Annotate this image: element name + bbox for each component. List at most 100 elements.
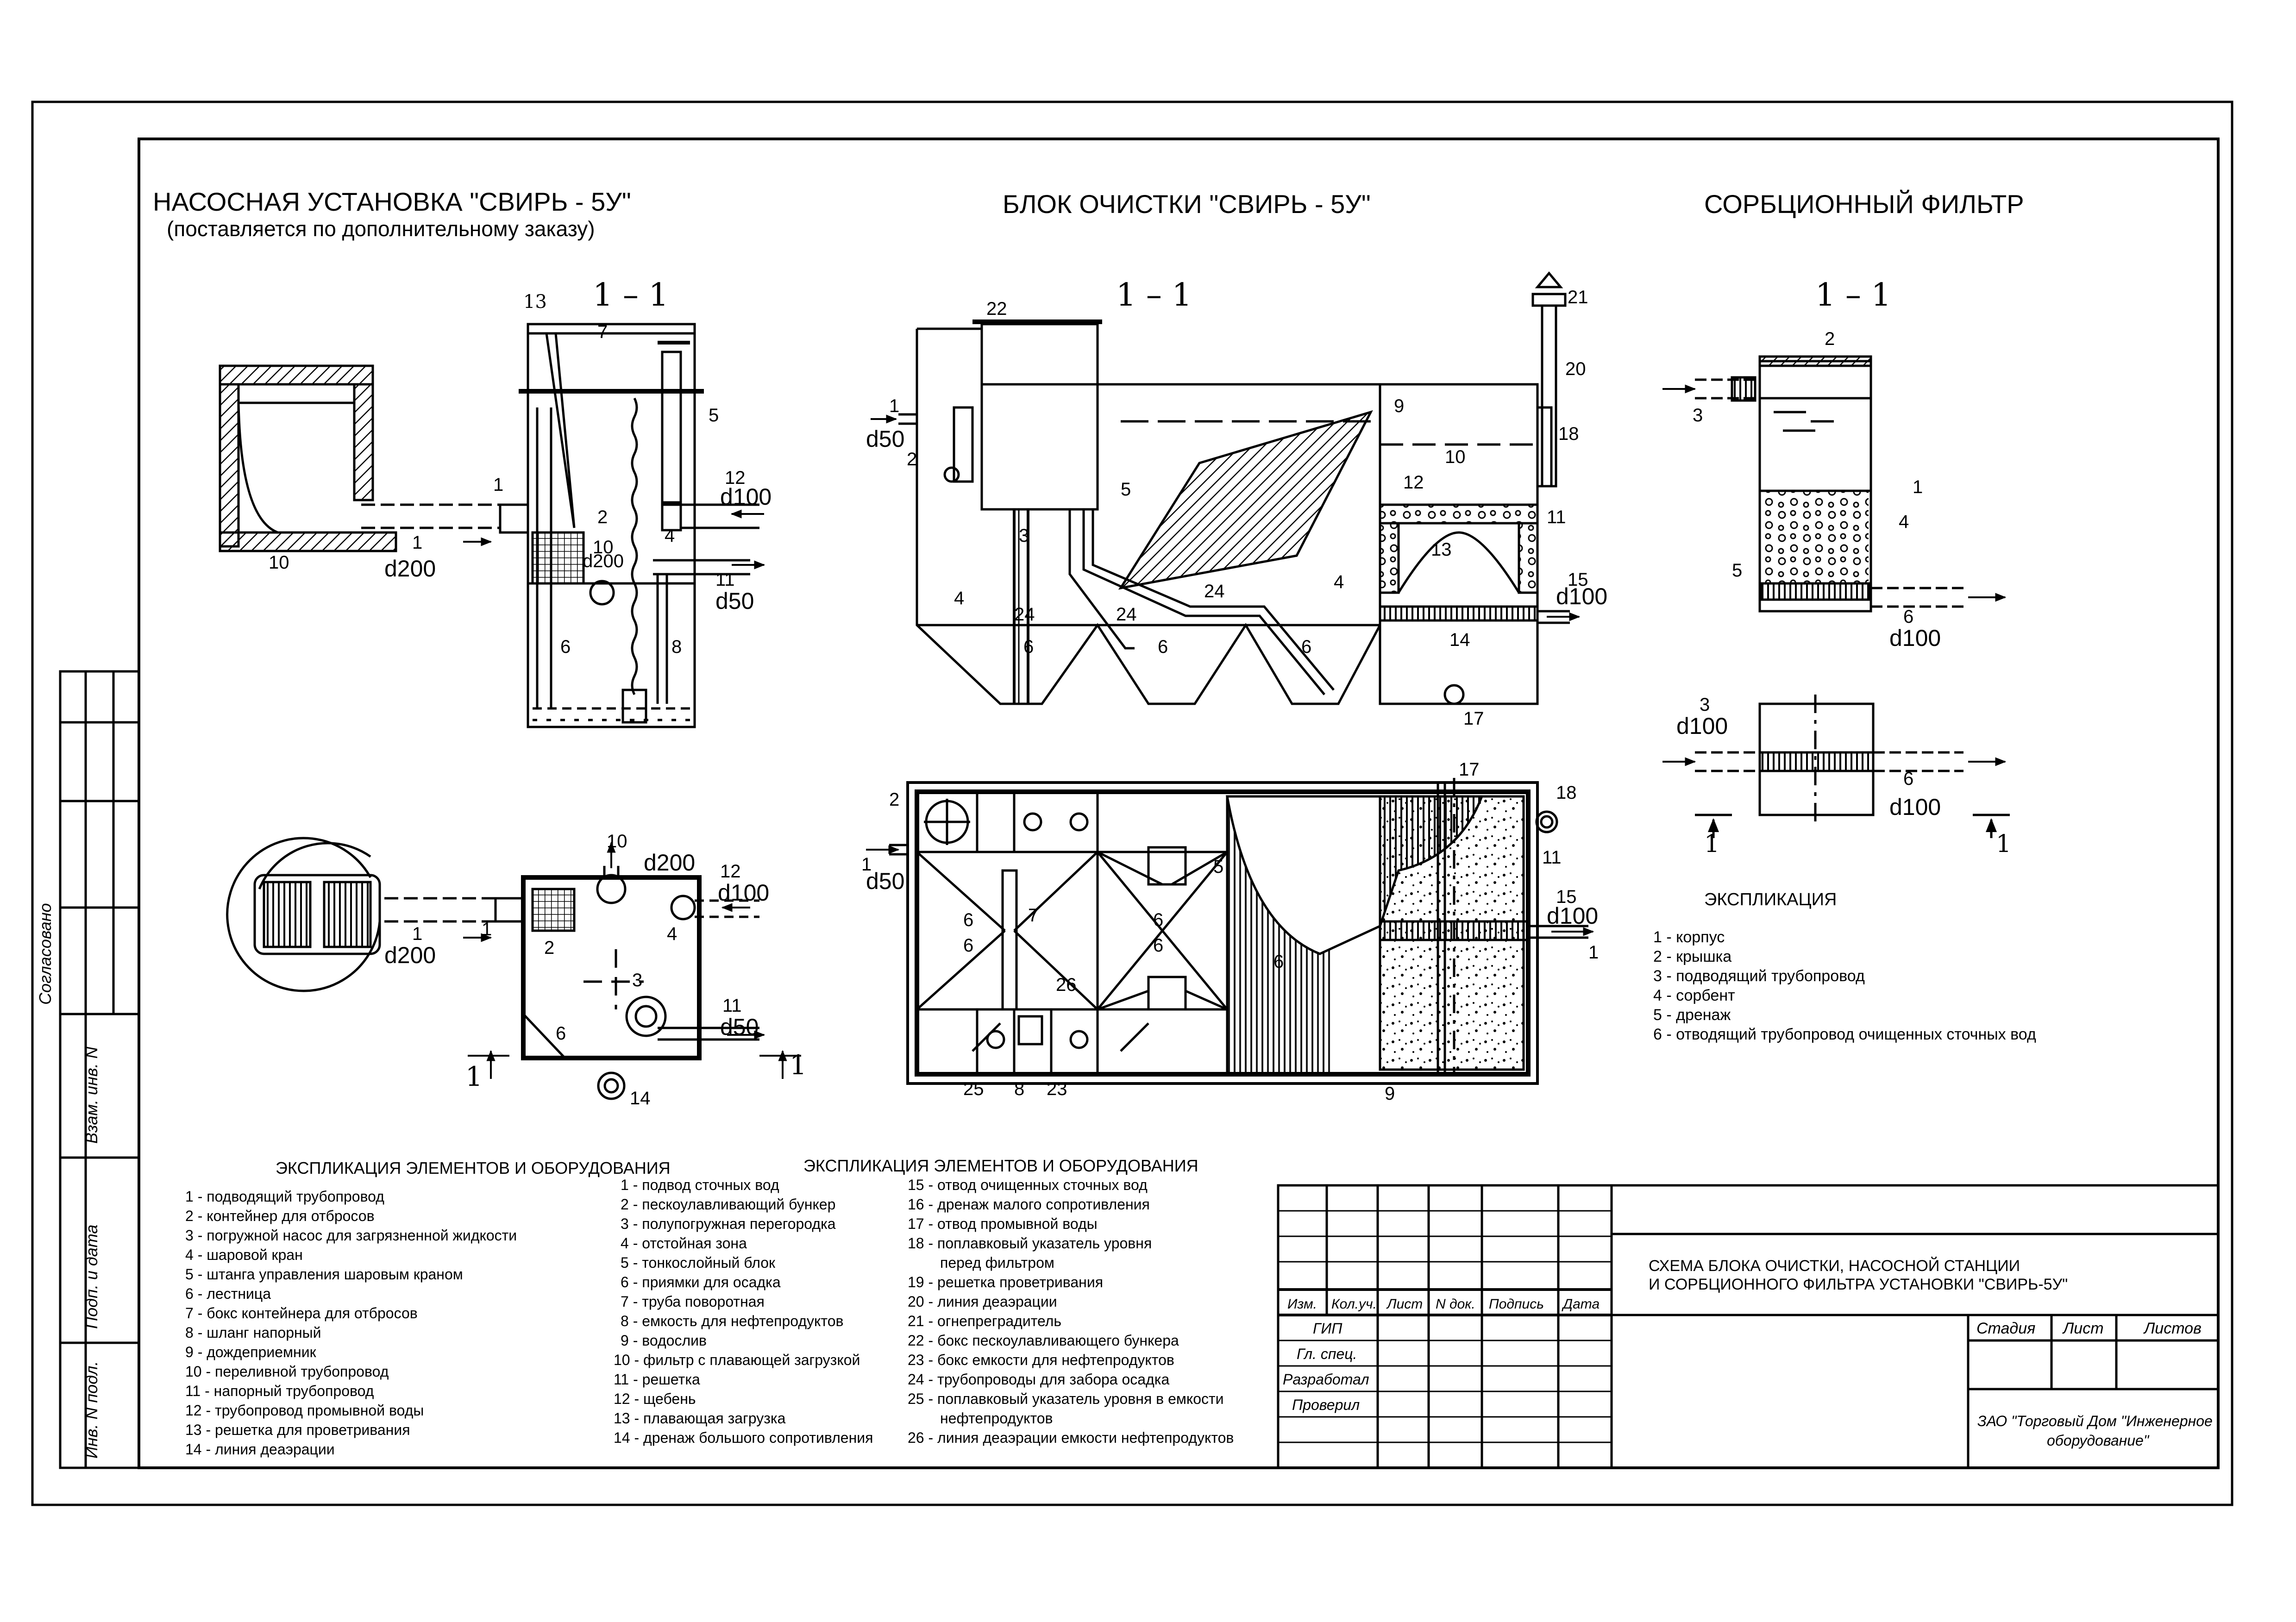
svg-text:6: 6 bbox=[1153, 935, 1163, 956]
svg-text:Подпись: Подпись bbox=[1489, 1296, 1544, 1312]
svg-text:2 - крышка: 2 - крышка bbox=[1653, 948, 1731, 965]
svg-text:13 - плавающая загрузка: 13 - плавающая загрузка bbox=[614, 1410, 786, 1427]
svg-text:4 - отстойная зона: 4 - отстойная зона bbox=[621, 1235, 747, 1252]
svg-text:9: 9 bbox=[1394, 396, 1404, 416]
svg-text:4: 4 bbox=[665, 526, 675, 546]
svg-text:10: 10 bbox=[607, 831, 627, 852]
svg-text:6 - приямки для осадка: 6 - приямки для осадка bbox=[621, 1274, 781, 1290]
pump-elevation bbox=[219, 323, 759, 728]
svg-text:Стадия: Стадия bbox=[1976, 1320, 2035, 1337]
svg-text:12: 12 bbox=[1403, 472, 1424, 493]
title-block-stage-headers: Стадия Лист Листов bbox=[1976, 1320, 2202, 1337]
svg-text:7: 7 bbox=[1028, 905, 1038, 926]
title-block-roles: ГИП Гл. спец. Разработал Проверил bbox=[1283, 1320, 1369, 1413]
svg-text:6: 6 bbox=[1273, 952, 1284, 972]
svg-text:8 - шланг напорный: 8 - шланг напорный bbox=[185, 1324, 321, 1341]
svg-text:Гл. спец.: Гл. спец. bbox=[1297, 1346, 1357, 1362]
svg-text:21 - огнепреградитель: 21 - огнепреградитель bbox=[908, 1313, 1061, 1329]
svg-text:6 - лестница: 6 - лестница bbox=[185, 1285, 271, 1302]
svg-text:Лист: Лист bbox=[1386, 1296, 1423, 1312]
svg-text:d100: d100 bbox=[718, 880, 769, 906]
svg-text:13: 13 bbox=[523, 291, 547, 313]
pump-section-mark-right: 1 bbox=[790, 1049, 807, 1081]
svg-text:3: 3 bbox=[1693, 405, 1703, 426]
svg-text:12 - щебень: 12 - щебень bbox=[614, 1390, 696, 1407]
filter-elevation-labels: 2 3 1 4 5 6 d100 bbox=[1693, 329, 1941, 651]
side-stamp bbox=[59, 670, 140, 1469]
svg-text:26: 26 bbox=[1056, 975, 1077, 995]
section-label-filter: 1 – 1 bbox=[1815, 277, 1891, 313]
svg-text:Разработал: Разработал bbox=[1283, 1371, 1369, 1388]
svg-text:15: 15 bbox=[1568, 570, 1588, 590]
svg-text:5 - штанга управления шаровым: 5 - штанга управления шаровым краном bbox=[185, 1266, 463, 1283]
svg-text:17 - отвод промывной воды: 17 - отвод промывной воды bbox=[908, 1215, 1098, 1232]
svg-text:25: 25 bbox=[963, 1079, 984, 1099]
svg-text:4 - шаровой кран: 4 - шаровой кран bbox=[185, 1246, 303, 1263]
svg-text:1: 1 bbox=[412, 532, 422, 553]
svg-text:2 - контейнер для отбросов: 2 - контейнер для отбросов bbox=[185, 1208, 375, 1224]
svg-text:6 - отводящий трубопровод очищ: 6 - отводящий трубопровод очищенных сточ… bbox=[1653, 1026, 2036, 1043]
filter-explication-title: ЭКСПЛИКАЦИЯ bbox=[1704, 890, 1837, 909]
block-explication-title: ЭКСПЛИКАЦИЯ ЭЛЕМЕНТОВ И ОБОРУДОВАНИЯ bbox=[803, 1156, 1198, 1175]
block-plan bbox=[889, 778, 1588, 1085]
svg-text:15 - отвод очищенных сточных в: 15 - отвод очищенных сточных вод bbox=[908, 1177, 1148, 1193]
stamp-soglasovano: Согласовано bbox=[36, 903, 55, 1005]
svg-text:10 - фильтр с плавающей загруз: 10 - фильтр с плавающей загрузкой bbox=[614, 1352, 860, 1368]
svg-text:4 - сорбент: 4 - сорбент bbox=[1653, 987, 1735, 1004]
block-elevation bbox=[898, 271, 1570, 705]
svg-text:3: 3 bbox=[1700, 695, 1710, 715]
svg-text:14 - дренаж большого сопротивл: 14 - дренаж большого сопротивления bbox=[614, 1429, 873, 1446]
svg-text:3 - погружной насос для загряз: 3 - погружной насос для загрязненной жид… bbox=[185, 1227, 517, 1244]
svg-text:26 - линия деаэрации емкости н: 26 - линия деаэрации емкости нефтепродук… bbox=[908, 1429, 1234, 1446]
svg-text:1: 1 bbox=[1913, 477, 1923, 497]
svg-text:20 - линия деаэрации: 20 - линия деаэрации bbox=[908, 1293, 1057, 1310]
svg-text:3: 3 bbox=[1019, 526, 1029, 546]
filter-plan-labels: 3 d100 6 d100 bbox=[1676, 695, 1941, 820]
svg-text:d100: d100 bbox=[720, 484, 772, 510]
pump-plan-section-marks bbox=[468, 1050, 801, 1079]
svg-text:24 - трубопроводы для забора: 24 - трубопроводы для забора осадка bbox=[908, 1371, 1169, 1388]
svg-text:12: 12 bbox=[725, 468, 746, 488]
svg-text:11 - напорный трубопровод: 11 - напорный трубопровод bbox=[185, 1383, 374, 1399]
svg-text:Кол.уч.: Кол.уч. bbox=[1331, 1296, 1377, 1312]
svg-text:20: 20 bbox=[1565, 359, 1586, 379]
svg-text:24: 24 bbox=[1014, 604, 1035, 625]
section-label-pump: 1 – 1 bbox=[593, 277, 669, 313]
svg-text:Лист: Лист bbox=[2062, 1320, 2104, 1337]
svg-text:8: 8 bbox=[1014, 1079, 1024, 1099]
svg-text:5 - тонкослойный блок: 5 - тонкослойный блок bbox=[621, 1254, 776, 1271]
svg-text:Дата: Дата bbox=[1562, 1296, 1600, 1312]
svg-text:1: 1 bbox=[412, 924, 422, 944]
svg-text:14 - линия деаэрации: 14 - линия деаэрации bbox=[185, 1441, 335, 1458]
svg-text:11: 11 bbox=[715, 570, 735, 590]
svg-text:5: 5 bbox=[1732, 560, 1742, 581]
svg-text:10: 10 bbox=[269, 552, 289, 573]
svg-text:8 - емкость для нефтепродуктов: 8 - емкость для нефтепродуктов bbox=[621, 1313, 844, 1329]
svg-text:9 - дождеприемник: 9 - дождеприемник bbox=[185, 1344, 317, 1360]
svg-text:7: 7 bbox=[597, 322, 608, 342]
svg-text:1: 1 bbox=[493, 475, 503, 495]
svg-text:6: 6 bbox=[560, 637, 571, 657]
pump-elevation-labels: 10 1 d200 1 2 10 d200 13 7 5 12 d100 4 1… bbox=[269, 291, 772, 657]
svg-text:19 - решетка проветривания: 19 - решетка проветривания bbox=[908, 1274, 1103, 1290]
pump-explication-list: 1 - подводящий трубопровод 2 - контейнер… bbox=[185, 1188, 517, 1458]
svg-text:4: 4 bbox=[954, 588, 964, 608]
svg-text:6: 6 bbox=[1153, 910, 1163, 930]
svg-text:17: 17 bbox=[1463, 708, 1484, 729]
company-line2: оборудование" bbox=[2047, 1432, 2150, 1449]
svg-text:1: 1 bbox=[861, 854, 872, 875]
svg-text:d200: d200 bbox=[384, 556, 436, 582]
svg-text:d100: d100 bbox=[1889, 794, 1941, 820]
block-explication-col1: 1 - подвод сточных вод 2 - пескоулавлива… bbox=[614, 1177, 873, 1446]
svg-text:7 - бокс контейнера для отброс: 7 - бокс контейнера для отбросов bbox=[185, 1305, 418, 1321]
svg-text:1: 1 bbox=[482, 919, 492, 939]
drawing-title-line2: И СОРБЦИОННОГО ФИЛЬТРА УСТАНОВКИ "СВИРЬ-… bbox=[1649, 1276, 2068, 1293]
svg-text:6: 6 bbox=[963, 910, 973, 930]
svg-text:2 - пескоулавливающий бункер: 2 - пескоулавливающий бункер bbox=[621, 1196, 835, 1213]
svg-text:14: 14 bbox=[630, 1088, 651, 1108]
svg-text:11: 11 bbox=[1547, 507, 1566, 527]
svg-text:3: 3 bbox=[632, 970, 642, 990]
section-label-block: 1 – 1 bbox=[1116, 277, 1192, 313]
svg-text:6: 6 bbox=[1023, 637, 1034, 657]
svg-text:22: 22 bbox=[986, 299, 1007, 319]
